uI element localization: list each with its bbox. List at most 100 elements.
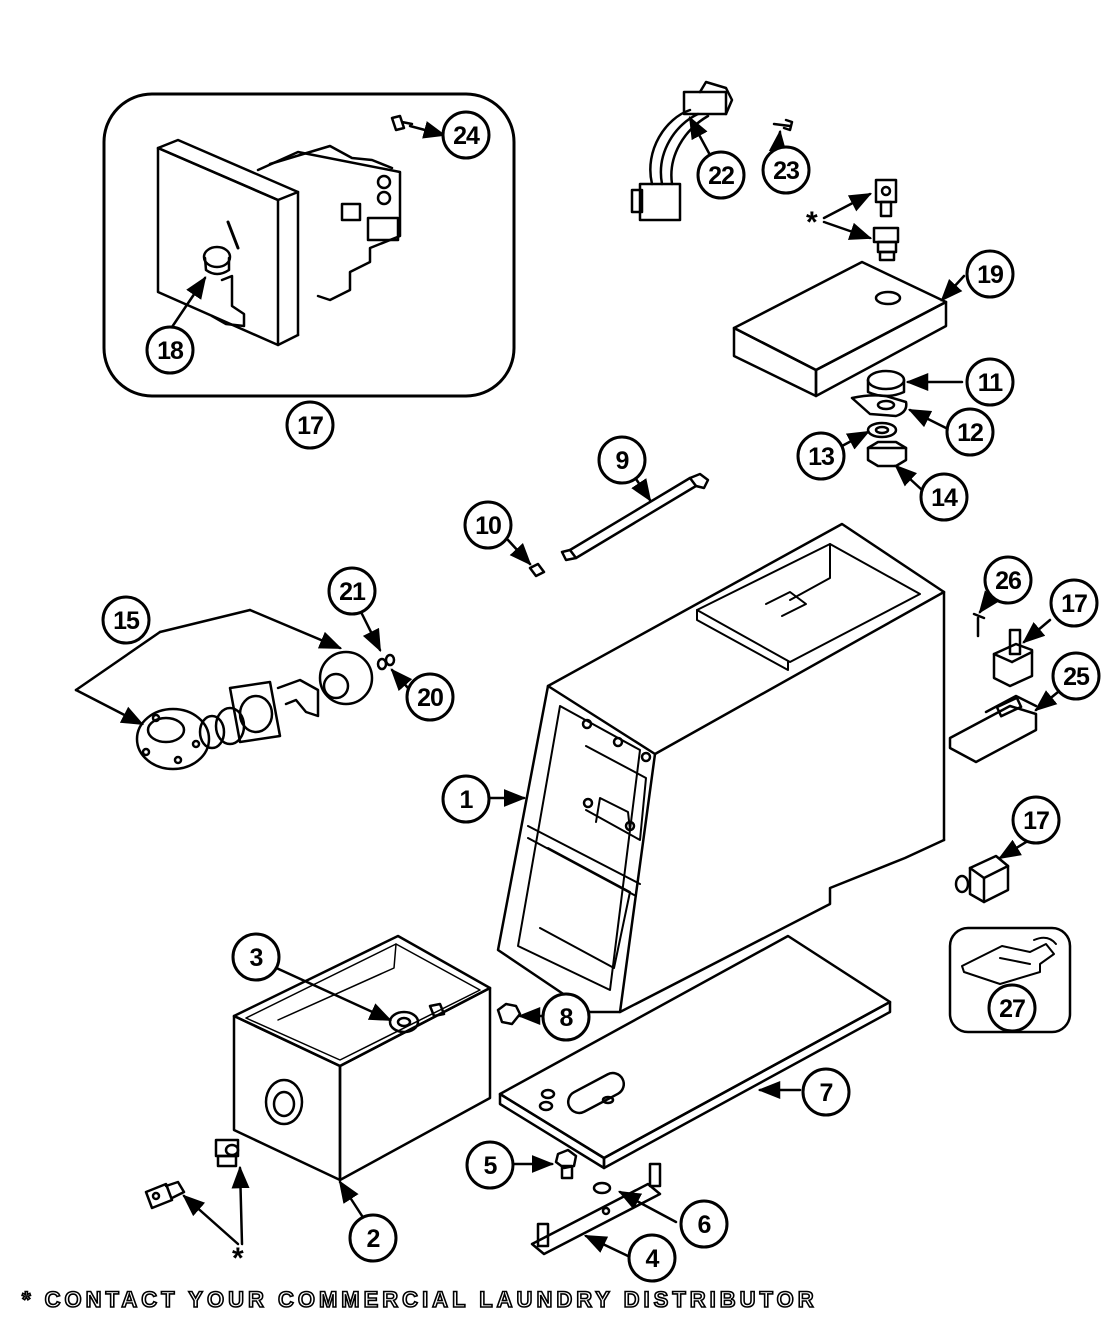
callout-24: 24 — [441, 110, 491, 160]
callout-circle — [987, 983, 1037, 1033]
leader-18 — [168, 276, 207, 332]
callout-number: 15 — [113, 607, 140, 635]
callout-number: 22 — [708, 162, 734, 190]
callout-number: 11 — [978, 369, 1004, 397]
screw-26 — [972, 612, 986, 638]
callout-number: 19 — [977, 261, 1003, 289]
callout-circle — [945, 407, 995, 457]
leader-15-up — [248, 608, 343, 650]
nut-8 — [496, 1002, 522, 1026]
washer-6 — [592, 1181, 612, 1195]
leader-17-upper — [1022, 618, 1052, 644]
callout-number: 13 — [808, 443, 834, 471]
leader-12 — [907, 408, 948, 430]
callout-23: 23 — [761, 145, 811, 195]
leader-26 — [978, 590, 1000, 614]
callout-6: 6 — [679, 1199, 729, 1249]
coin-slide-assembly — [156, 138, 402, 347]
contact-marker-upper: * — [806, 206, 818, 239]
leader-15-down — [74, 630, 162, 692]
callout-25: 25 — [1051, 651, 1101, 701]
callout-circle — [919, 472, 969, 522]
coin-vault-assembly — [135, 650, 396, 771]
callout-number: 9 — [616, 447, 629, 475]
callout-8: 8 — [541, 992, 591, 1042]
callout-number: 23 — [773, 157, 799, 185]
callout-19: 19 — [965, 249, 1015, 299]
callout-22: 22 — [696, 150, 746, 200]
callout-18: 18 — [145, 325, 195, 375]
callout-number: 5 — [484, 1152, 498, 1180]
leader-15-top — [158, 608, 252, 634]
callout-circle — [801, 1067, 851, 1117]
leader-3 — [270, 964, 393, 1022]
callout-circle — [627, 1233, 677, 1283]
leader-6 — [618, 1190, 678, 1224]
callout-circle — [965, 249, 1015, 299]
callout-circle — [597, 435, 647, 485]
callout-4: 4 — [627, 1233, 677, 1283]
lock-key-upper — [874, 178, 898, 218]
callout-13: 13 — [796, 431, 846, 481]
callout-circle — [541, 992, 591, 1042]
coin-box — [232, 934, 492, 1182]
callout-17c: 17 — [1011, 795, 1061, 845]
callout-15: 15 — [101, 595, 151, 645]
callout-number: 17 — [297, 412, 323, 440]
main-housing — [496, 522, 946, 1014]
part-27 — [961, 936, 1057, 985]
leader-13 — [840, 430, 870, 450]
leader-21 — [358, 608, 382, 653]
leader-14 — [894, 464, 924, 492]
callout-21: 21 — [327, 566, 377, 616]
callout-circle — [679, 1199, 729, 1249]
callout-26: 26 — [983, 555, 1033, 605]
contact-marker-lower: * — [232, 1242, 244, 1275]
leader-star-cylinder — [822, 220, 873, 240]
callout-10: 10 — [463, 500, 513, 550]
lock-hardware-stack — [850, 369, 908, 468]
callout-circle — [441, 110, 491, 160]
callout-1: 1 — [441, 774, 491, 824]
bolt-5 — [554, 1148, 578, 1180]
callout-circle — [285, 400, 335, 450]
callout-11: 11 — [965, 357, 1015, 407]
callout-number: 27 — [999, 995, 1025, 1023]
callout-circle — [441, 774, 491, 824]
callout-17a: 17 — [285, 400, 335, 450]
callout-2: 2 — [348, 1213, 398, 1263]
callout-circle — [796, 431, 846, 481]
callout-number: 26 — [995, 567, 1021, 595]
callout-number: 8 — [560, 1004, 574, 1032]
leader-10 — [506, 538, 532, 566]
strap-4 — [530, 1162, 662, 1256]
bracket-25 — [948, 694, 1038, 764]
callout-number: 3 — [250, 944, 263, 972]
callout-number: 1 — [460, 786, 474, 814]
callout-circle — [465, 1140, 515, 1190]
callout-circle — [327, 566, 377, 616]
leader-19 — [940, 274, 966, 302]
base-plate — [498, 934, 892, 1170]
screw-23 — [772, 118, 794, 132]
leader-25 — [1034, 690, 1060, 712]
leader-4 — [583, 1234, 630, 1258]
lock-key-lower — [144, 1180, 186, 1210]
callout-number: 20 — [417, 684, 443, 712]
callout-number: 18 — [157, 337, 184, 365]
leader-20 — [390, 668, 413, 692]
callout-17b: 17 — [1049, 578, 1099, 628]
leader-9 — [631, 474, 652, 502]
callout-circle — [1051, 651, 1101, 701]
callout-circle — [1011, 795, 1061, 845]
callout-7: 7 — [801, 1067, 851, 1117]
callout-9: 9 — [597, 435, 647, 485]
callout-circle — [348, 1213, 398, 1263]
callout-number: 4 — [646, 1245, 660, 1273]
callout-circle — [405, 672, 455, 722]
callout-number: 14 — [931, 484, 958, 512]
cover-plate — [732, 260, 948, 398]
rod — [560, 472, 710, 562]
